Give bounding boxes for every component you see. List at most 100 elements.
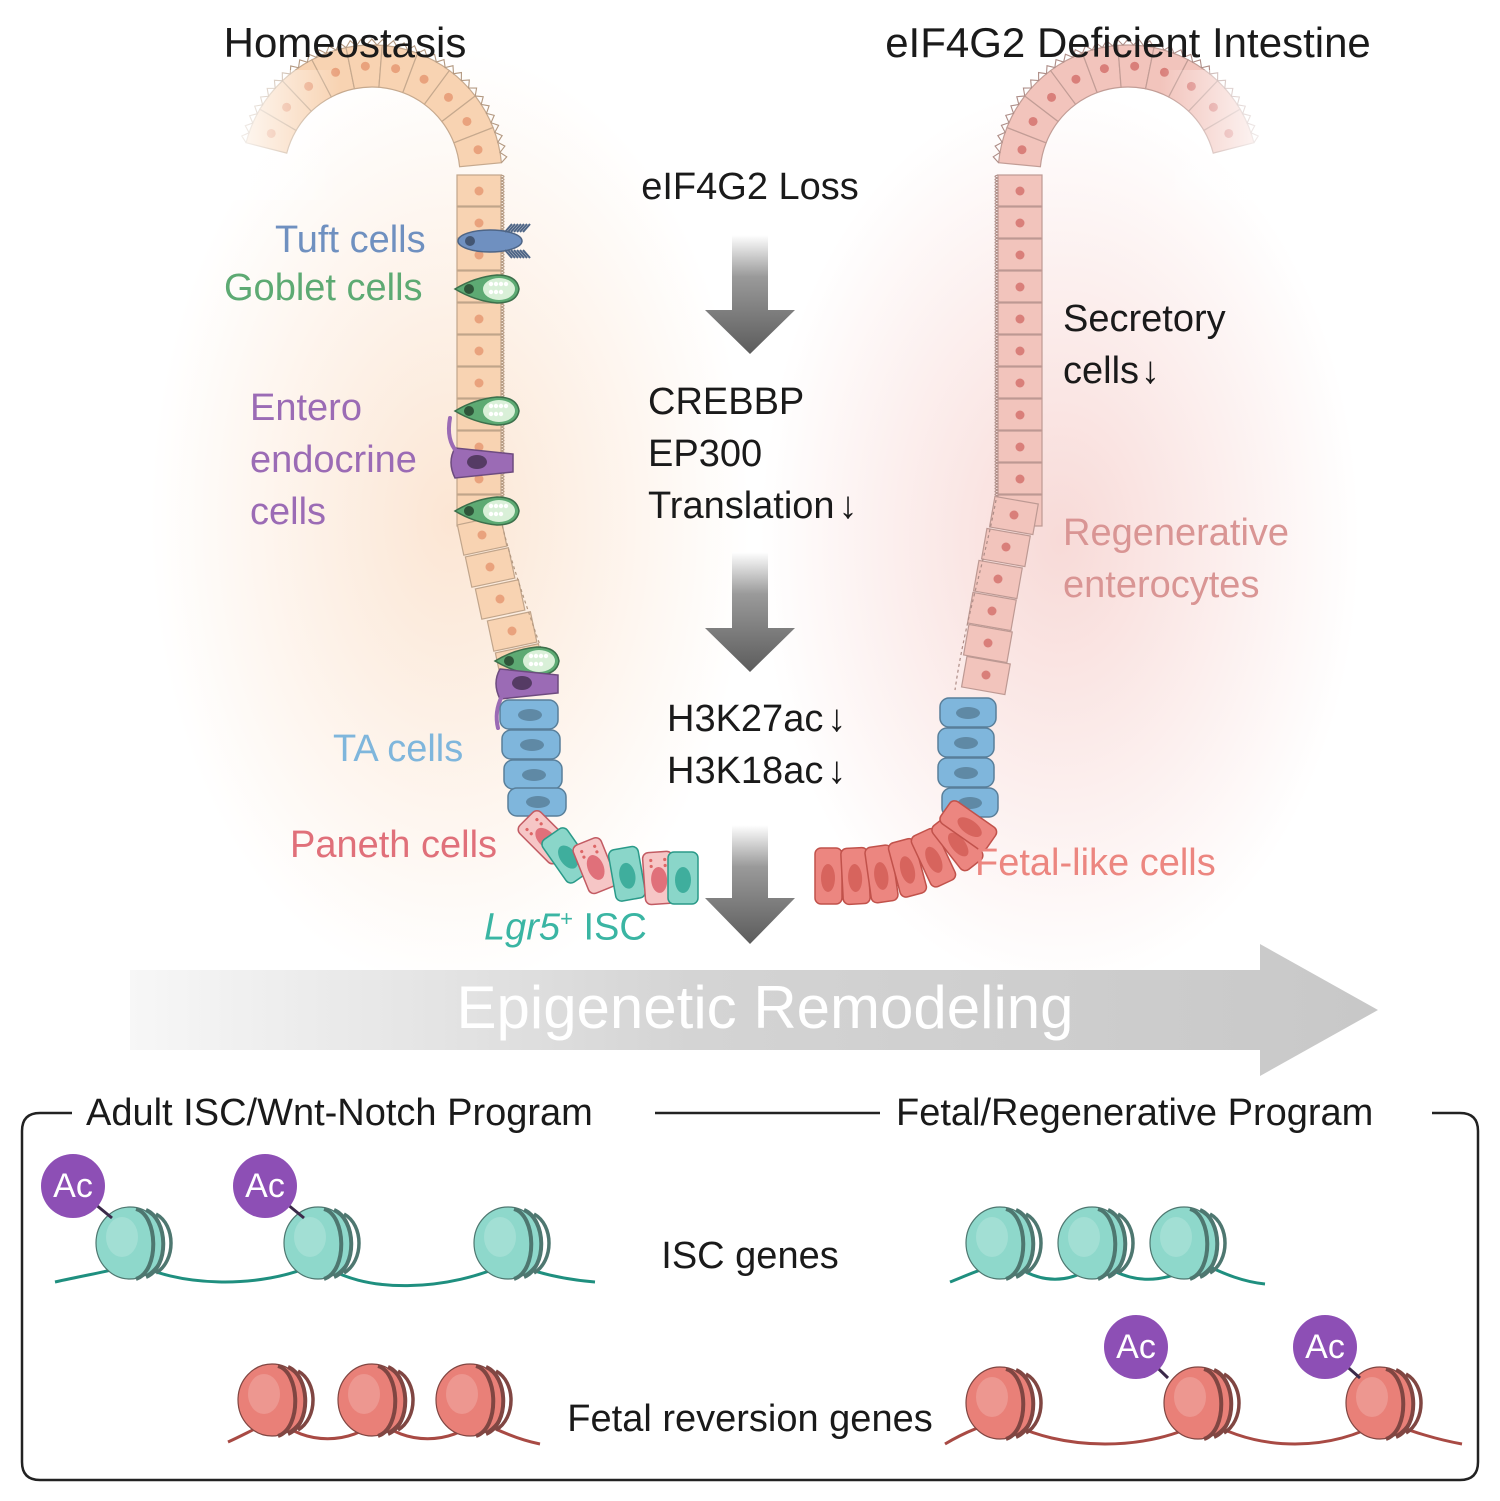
secretory-cells-text: cells [1063,350,1140,392]
goblet-cell-icon [453,274,520,304]
deficient-title: eIF4G2 Deficient Intestine [885,19,1371,66]
isc-cell [667,851,699,905]
homeostasis-title: Homeostasis [223,19,467,66]
enterocyte-cell [486,611,538,652]
goblet-cell-icon [453,496,520,526]
ta-cell [507,787,567,817]
cascade-arrow-1 [705,235,795,354]
goblet-cell-icon [493,646,560,676]
regenerative-enterocyte-cell [980,527,1031,568]
cascade-arrow-3 [705,825,795,944]
label-paneth-cells: Paneth cells [290,824,498,866]
label-goblet-cells: Goblet cells [224,267,423,309]
cascade-h3k18ac: H3K18ac↓ [667,752,846,790]
regenerative-enterocyte-cell [997,366,1043,399]
epigenetic-remodeling-arrow [130,944,1378,1076]
isc-genes-label: ISC genes [661,1235,839,1277]
cascade-crebbp: CREBBP [648,381,805,423]
fetal-like-cell [840,846,871,906]
epigenetic-remodeling-label: Epigenetic Remodeling [456,974,1074,1041]
down-arrow-icon: ↓ [1141,350,1161,392]
enteroendocrine-cell-icon [494,668,559,730]
deficient-crypt-base [814,697,999,906]
nucleosome [965,1206,1043,1281]
nucleosome [1345,1366,1423,1441]
acetyl-mark-icon [1104,1315,1170,1380]
acetyl-mark-icon [41,1154,113,1220]
cascade-ep300: EP300 [648,433,763,475]
acetyl-mark-icon [1293,1315,1361,1380]
homeostasis-specialized-cells [446,223,560,730]
label-secretory-2: cells↓ [1063,352,1160,390]
ta-cell [939,697,997,728]
ta-cell [503,759,563,790]
fetal-program-header: Fetal/Regenerative Program [896,1092,1374,1134]
nucleosome [435,1363,513,1438]
ta-cell [499,699,559,730]
paneth-cell [641,850,677,906]
brush-border [500,519,546,661]
fetal-like-cell [864,844,899,904]
regenerative-enterocyte-cell [997,462,1043,495]
acetyl-label: Ac [245,1167,285,1205]
label-lgr5-isc: Lgr5+ ISC [484,908,647,947]
acetyl-marks [41,1154,1361,1380]
enterocyte-cell [474,579,526,620]
regenerative-enterocyte-cell [997,302,1043,335]
brush-border [994,174,999,506]
regenerative-enterocyte-cell [997,334,1043,367]
enterocyte-cell [456,366,502,399]
regenerative-enterocyte-cell [997,270,1043,303]
enterocyte-cell [456,302,502,335]
right-fade [1160,70,1280,200]
regenerative-enterocyte-cell [962,623,1013,664]
regenerative-enterocyte-cell [972,559,1023,600]
regenerative-enterocyte-cell [966,591,1017,632]
ta-cell [937,727,995,758]
regenerative-enterocyte-cell [997,206,1043,239]
nucleosome [1057,1206,1135,1281]
regenerative-enterocyte-cell [997,430,1043,463]
program-box [20,1111,1480,1482]
ta-cell [501,729,561,760]
regenerative-enterocyte-cell [988,495,1039,536]
cascade-arrow-2 [705,552,795,672]
acetyl-mark-icon [233,1154,305,1220]
fetal-like-cell [939,800,998,852]
nucleosome [965,1366,1043,1441]
enterocyte-cell [456,334,502,367]
label-entero-3: cells [250,491,327,533]
villus-cell [345,44,383,90]
enterocyte-cell [464,547,516,588]
fetal-like-cell [814,847,843,905]
translation-text: Translation [648,485,835,527]
acetyl-label: Ac [1305,1328,1345,1366]
nucleosome [1149,1206,1227,1281]
label-entero-1: Entero [250,387,362,429]
cascade-h3k27ac: H3K27ac↓ [667,700,846,738]
label-regenerative-2: enterocytes [1063,564,1260,606]
h3k27ac-text: H3K27ac [667,698,824,740]
cascade-translation: Translation↓ [648,487,858,525]
nucleosome [237,1363,315,1438]
isc-cell [607,845,647,902]
h3k18ac-text: H3K18ac [667,750,824,792]
nucleosomes [95,1206,1423,1441]
label-tuft-cells: Tuft cells [275,219,426,261]
adult-program-header: Adult ISC/Wnt-Notch Program [86,1092,593,1134]
label-entero-2: endocrine [250,439,417,481]
down-arrow-icon: ↓ [827,698,847,740]
lgr5-superscript: + [560,906,573,931]
label-fetal-like-cells: Fetal-like cells [975,842,1216,884]
nucleosome [95,1206,173,1281]
nucleosome [337,1363,415,1438]
lgr5-gene: Lgr5 [484,906,561,949]
down-arrow-icon: ↓ [838,485,858,527]
fetal-like-cell [910,827,957,888]
regenerative-enterocyte-cell [997,174,1043,207]
nucleosome [1163,1366,1241,1441]
crypt-background-glow [150,50,1360,990]
goblet-cell-icon [453,396,520,426]
